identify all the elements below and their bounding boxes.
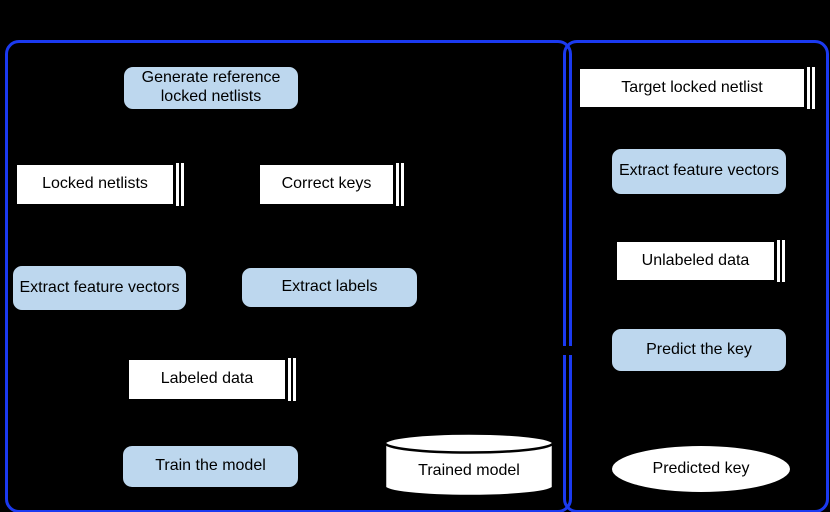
node-extract-labels: Extract labels (241, 267, 418, 308)
prediction-phase-panel (563, 40, 829, 512)
node-label: Predicted key (652, 459, 750, 477)
node-label: Generate reference locked netlists (141, 69, 281, 105)
node-locked-netlists: Locked netlists (15, 163, 184, 206)
node-label: Target locked netlist (621, 78, 763, 96)
multi-document-icon (776, 240, 787, 282)
node-generate-reference-locked-netlists: Generate reference locked netlists (123, 66, 299, 110)
node-target-locked-netlist: Target locked netlist (578, 67, 815, 109)
inter-panel-arrow-gap (556, 346, 575, 355)
multi-document-icon (287, 358, 298, 401)
multi-document-icon (395, 163, 406, 206)
node-label: Predict the key (646, 340, 752, 358)
database-cylinder-icon (383, 432, 555, 498)
node-predicted-key: Predicted key (610, 444, 792, 494)
node-label: Labeled data (160, 370, 254, 388)
node-extract-feature-vectors-training: Extract feature vectors (12, 265, 187, 311)
node-train-the-model: Train the model (122, 445, 299, 488)
node-label: Locked netlists (42, 175, 148, 193)
node-label: Extract feature vectors (618, 162, 780, 180)
node-labeled-data: Labeled data (127, 358, 296, 401)
node-predict-the-key: Predict the key (611, 328, 787, 372)
node-unlabeled-data: Unlabeled data (615, 240, 785, 282)
node-label: Unlabeled data (641, 251, 750, 269)
node-correct-keys: Correct keys (258, 163, 404, 206)
node-label: Extract feature vectors (19, 278, 180, 296)
node-label: Train the model (155, 457, 266, 475)
multi-document-icon (175, 163, 186, 206)
training-phase-panel (5, 40, 572, 512)
node-label: Correct keys (281, 175, 372, 193)
node-extract-feature-vectors-prediction: Extract feature vectors (611, 148, 787, 195)
multi-document-icon (806, 67, 817, 109)
node-label: Trained model (418, 462, 520, 480)
node-label: Extract labels (281, 278, 378, 296)
node-trained-model-database: Trained model (383, 431, 555, 500)
